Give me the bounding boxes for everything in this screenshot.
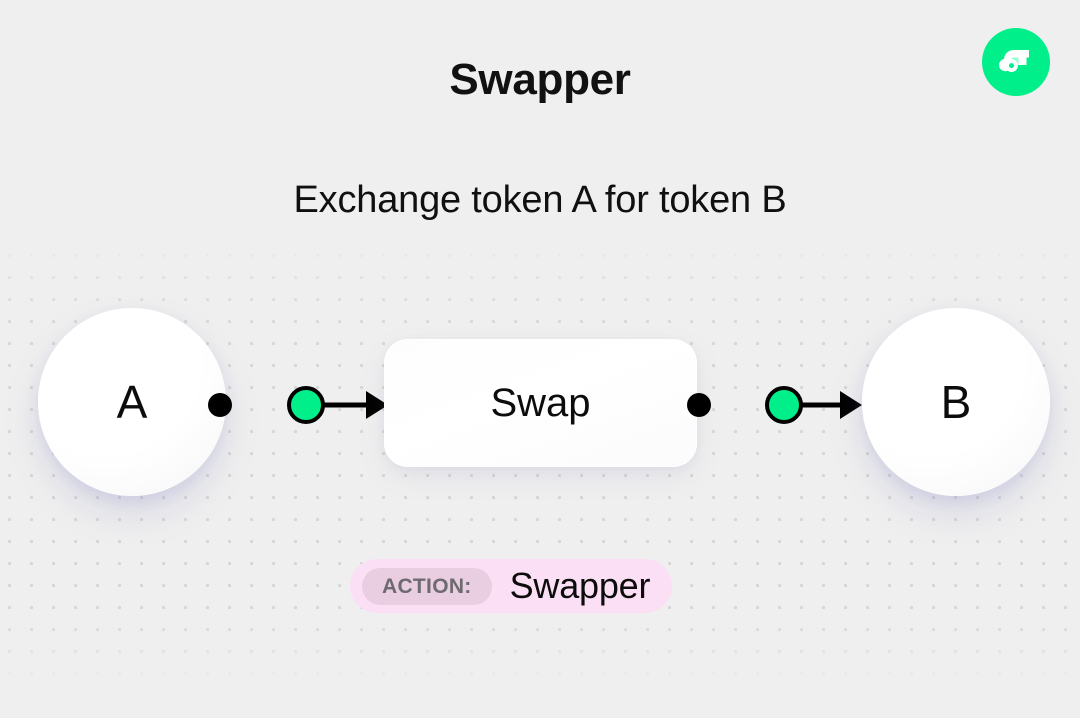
page-subtitle: Exchange token A for token B	[293, 179, 787, 221]
page-title: Swapper	[449, 55, 631, 104]
flow-logo-icon	[982, 28, 1050, 96]
action-badge-value: Swapper	[509, 565, 651, 606]
token-node-b-label: B	[940, 376, 972, 428]
swap-action-box[interactable]: Swap	[384, 339, 697, 467]
connector-swap-to-b	[686, 377, 866, 433]
token-node-a[interactable]: A	[38, 308, 226, 496]
connector-a-to-swap	[206, 377, 390, 433]
action-badge: ACTION: Swapper	[350, 559, 673, 613]
swap-action-label: Swap	[490, 380, 591, 425]
token-node-a-label: A	[116, 376, 148, 428]
action-badge-key: ACTION:	[362, 567, 492, 605]
token-node-b[interactable]: B	[862, 308, 1050, 496]
